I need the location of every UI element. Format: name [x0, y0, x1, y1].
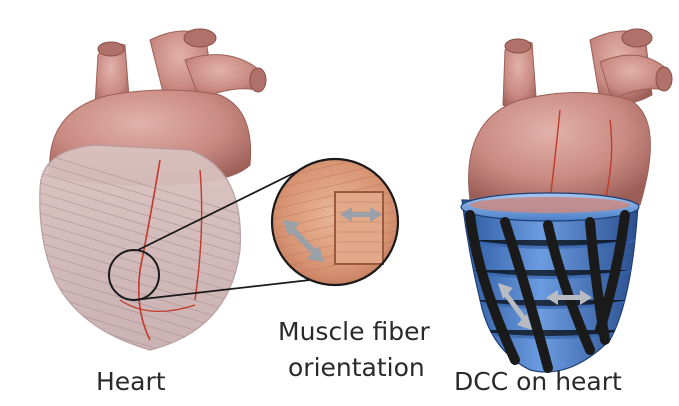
heart-caption: Heart: [96, 369, 166, 394]
right-heart-illustration: [460, 29, 672, 372]
dcc-caption: DCC on heart: [454, 369, 622, 394]
fiber-window: [335, 192, 383, 264]
right-heart-upper: [469, 93, 651, 206]
left-ventricle: [40, 145, 241, 350]
left-vessel-opening-1: [184, 29, 216, 47]
left-vessel-opening-2: [98, 42, 124, 56]
muscle-fiber-inset: [270, 140, 400, 285]
muscle-fiber-caption-line1: Muscle fiber: [278, 319, 430, 344]
muscle-fiber-caption-line2: orientation: [288, 355, 425, 380]
left-vessel-opening-3: [250, 68, 266, 92]
